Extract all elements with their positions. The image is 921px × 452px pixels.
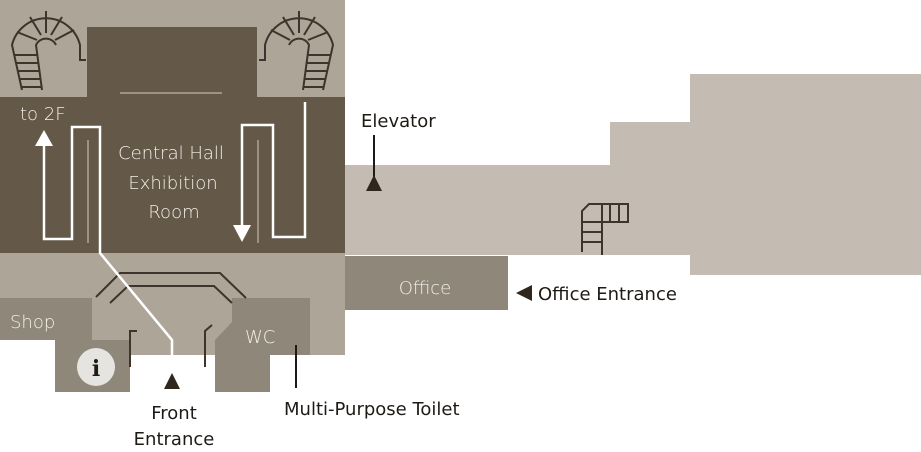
svg-text:i: i <box>92 356 100 382</box>
central-hall-label-2: Exhibition <box>128 173 217 194</box>
central-hall-room <box>0 97 345 253</box>
annex-area <box>345 74 921 275</box>
entrance-walls <box>95 272 247 367</box>
front-entrance-label-1: Front <box>151 403 197 424</box>
main-building <box>0 0 508 392</box>
office-room <box>345 256 508 310</box>
information-icon[interactable]: i <box>77 348 115 386</box>
arrow-down-icon <box>233 225 251 242</box>
front-entrance-marker: Front Entrance <box>134 373 215 450</box>
arrow-up-icon <box>35 130 53 146</box>
wc-room <box>215 298 310 392</box>
elevator-label: Elevator <box>361 111 436 132</box>
triangle-left-icon <box>516 285 532 301</box>
elevator-marker: Elevator <box>361 111 436 191</box>
to-2f-label: to 2F <box>20 104 66 125</box>
spiral-staircase-left-icon <box>10 11 86 91</box>
spiral-staircase-right-icon <box>259 11 335 91</box>
elevator-triangle-icon <box>366 175 382 191</box>
shop-label: Shop <box>10 312 55 333</box>
central-hall-label-3: Room <box>148 202 199 223</box>
staircase-annex-icon <box>581 203 629 255</box>
office-entrance-marker: Office Entrance <box>516 284 677 305</box>
shop-room <box>0 298 92 340</box>
multi-purpose-toilet-marker: Multi-Purpose Toilet <box>284 345 460 420</box>
front-entrance-label-2: Entrance <box>134 429 215 450</box>
office-label: Office <box>399 278 452 299</box>
central-hall-label-1: Central Hall <box>118 143 224 164</box>
hall-alcove <box>87 27 257 99</box>
triangle-up-icon <box>164 373 180 389</box>
visitor-route <box>35 102 307 370</box>
multi-purpose-toilet-label: Multi-Purpose Toilet <box>284 399 460 420</box>
wc-label: WC <box>245 327 275 348</box>
office-entrance-label: Office Entrance <box>538 284 677 305</box>
